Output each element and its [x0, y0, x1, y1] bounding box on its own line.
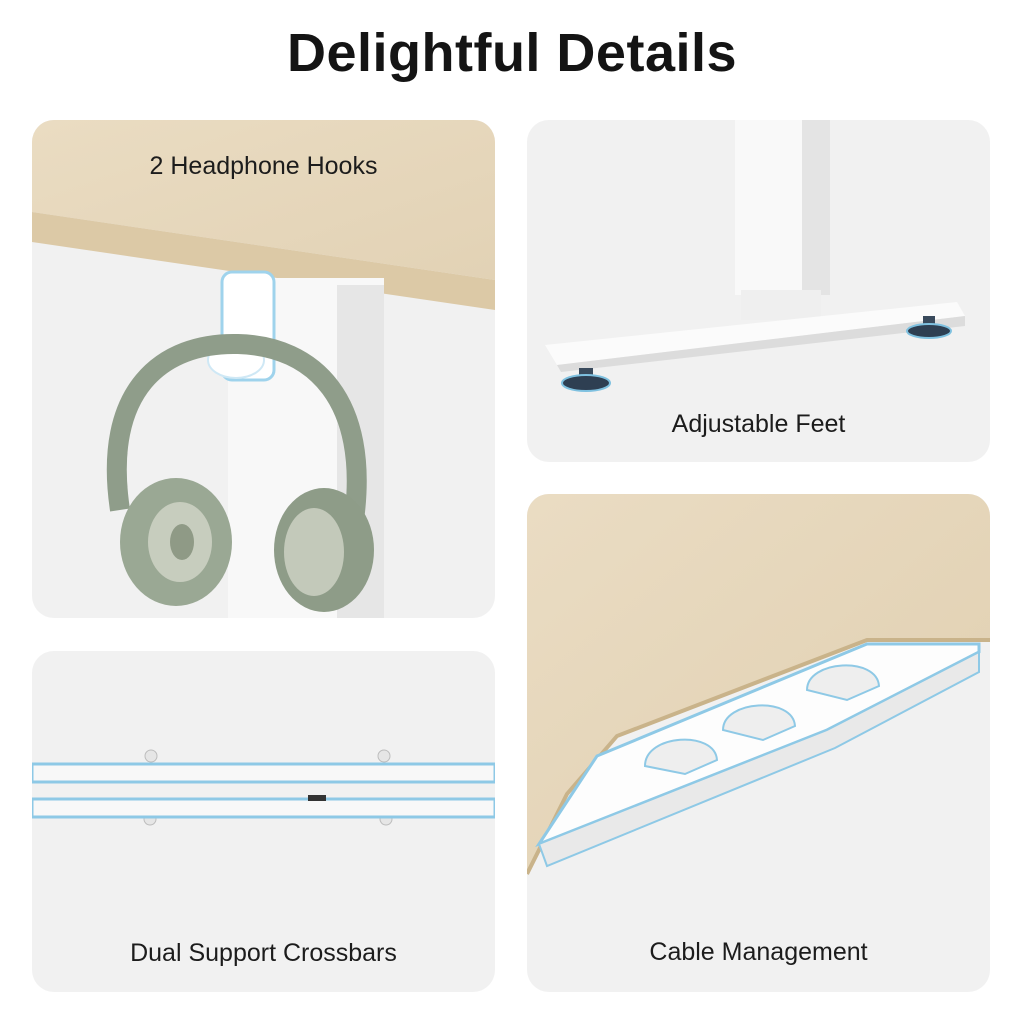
cable-slot-icon	[805, 664, 881, 702]
panel-headphone-hooks: 2 Headphone Hooks	[32, 120, 495, 618]
panel-cable-management: Cable Management	[527, 494, 990, 992]
cable-management-illustration	[527, 494, 990, 875]
adjustable-feet-illustration	[545, 120, 965, 392]
cable-slot-icon	[721, 704, 797, 742]
leveler-foot-icon	[561, 374, 611, 392]
crossbar-top	[32, 762, 495, 784]
foot-bar	[545, 302, 965, 365]
leveler-foot-icon	[906, 323, 952, 339]
cable-slot-icon	[643, 738, 719, 776]
crossbars-illustration	[32, 749, 495, 826]
panel-adjustable-feet: Adjustable Feet	[527, 120, 990, 462]
panel-label: Cable Management	[649, 938, 868, 966]
headphone-hook-illustration	[32, 120, 495, 618]
headphones-band	[106, 333, 367, 522]
panel-label: 2 Headphone Hooks	[149, 152, 378, 180]
panel-dual-support-crossbars: Dual Support Crossbars	[32, 651, 495, 992]
panel-label: Adjustable Feet	[671, 410, 846, 438]
desk-top	[527, 494, 990, 874]
panel-label: Dual Support Crossbars	[130, 939, 397, 967]
desk-top	[32, 120, 495, 280]
crossbar-bottom	[32, 797, 495, 819]
page-title: Delightful Details	[286, 23, 738, 83]
